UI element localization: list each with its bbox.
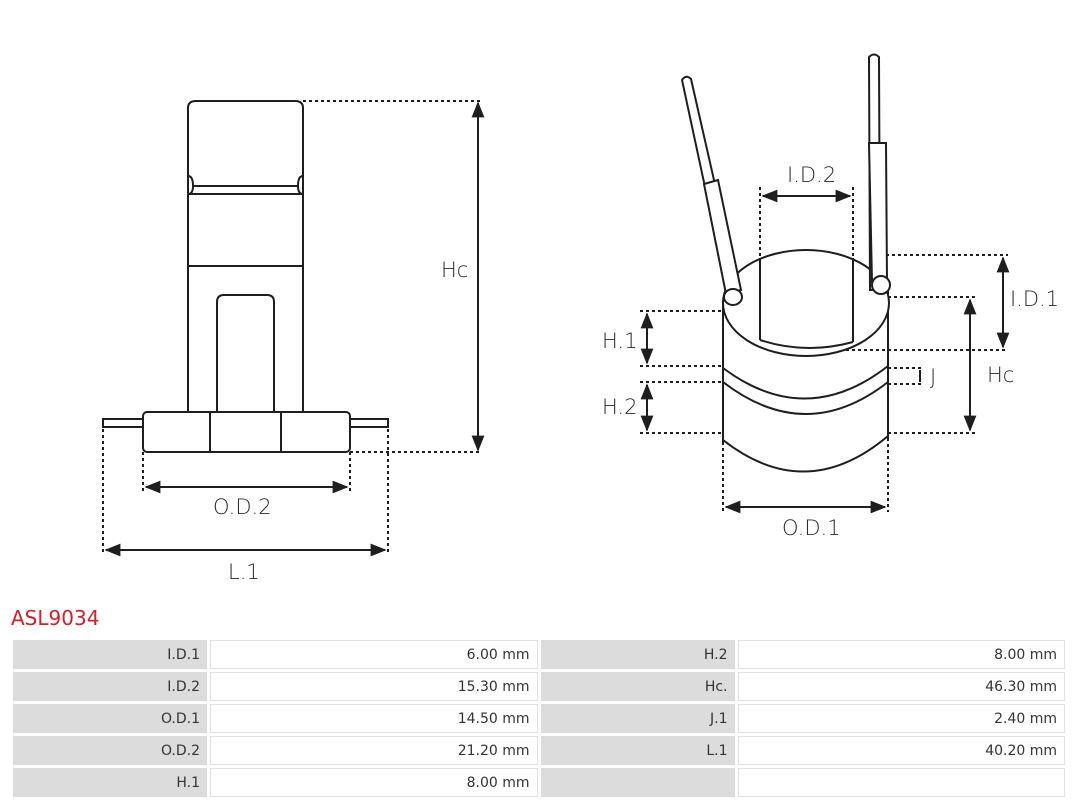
right-pin (347, 418, 389, 428)
slot-outline (216, 294, 275, 412)
left-wire-joint (723, 288, 743, 306)
spec-table: I.D.1 6.00 mm H.2 8.00 mm I.D.2 15.30 mm… (10, 637, 1068, 800)
table-row: I.D.1 6.00 mm H.2 8.00 mm (13, 640, 1065, 669)
spec-value: 6.00 mm (210, 640, 538, 669)
part-number-title: ASL9034 (11, 606, 100, 630)
ring-bottom-edge (722, 435, 889, 473)
table-row: H.1 8.00 mm (13, 768, 1065, 797)
spec-value: 8.00 mm (737, 640, 1065, 669)
side-view-drawing: Hc O.D.2 L.1 (102, 100, 485, 584)
band-line-bottom (722, 381, 889, 415)
technical-drawing: Hc O.D.2 L.1 (102, 53, 1059, 584)
spec-value: 15.30 mm (210, 672, 538, 701)
shaft-body (187, 100, 304, 412)
spec-label: H.2 (540, 640, 735, 669)
spec-value (737, 768, 1065, 797)
ring-top-rim (722, 249, 890, 357)
table-row: O.D.1 14.50 mm J.1 2.40 mm (13, 704, 1065, 733)
spec-label: I.D.1 (13, 640, 207, 669)
spec-label: Hc. (540, 672, 735, 701)
flange (142, 411, 351, 453)
spec-value: 8.00 mm (210, 768, 538, 797)
right-wire-joint (871, 275, 891, 295)
h1-label: H.1 (602, 329, 637, 353)
perspective-view-drawing: I.D.2 I.D.1 H.1 H.2 J Hc O.D.1 (602, 53, 1059, 540)
spec-label: O.D.2 (13, 736, 207, 765)
spec-label: L.1 (540, 736, 735, 765)
inner-bore-walls (759, 258, 854, 342)
spec-label: O.D.1 (13, 704, 207, 733)
spec-label: J.1 (540, 704, 735, 733)
id1-label: I.D.1 (1010, 287, 1059, 311)
spec-value: 46.30 mm (737, 672, 1065, 701)
l1-label: L.1 (228, 560, 260, 584)
hc-right-label: Hc (987, 363, 1014, 387)
band-line-top (722, 365, 889, 400)
spec-label: H.1 (13, 768, 207, 797)
left-pin (102, 418, 146, 428)
od2-label: O.D.2 (213, 495, 272, 519)
od1-label: O.D.1 (782, 516, 841, 540)
j-label: J (930, 365, 936, 389)
hc-left-label: Hc (441, 258, 468, 282)
spec-value: 14.50 mm (210, 704, 538, 733)
inner-bore-bottom (759, 339, 854, 349)
spec-label: I.D.2 (13, 672, 207, 701)
spec-value: 21.20 mm (210, 736, 538, 765)
spec-label (540, 768, 735, 797)
spec-value: 2.40 mm (737, 704, 1065, 733)
left-wire-insulation (702, 178, 743, 296)
table-row: O.D.2 21.20 mm L.1 40.20 mm (13, 736, 1065, 765)
h2-label: H.2 (602, 395, 637, 419)
spec-value: 40.20 mm (737, 736, 1065, 765)
right-wire-insulation (867, 142, 889, 283)
id2-label: I.D.2 (787, 163, 836, 187)
table-row: I.D.2 15.30 mm Hc. 46.30 mm (13, 672, 1065, 701)
